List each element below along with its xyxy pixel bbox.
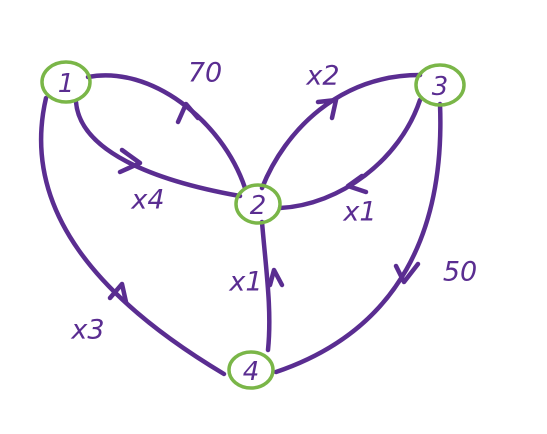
edge-3-to-2-lower: x1 xyxy=(277,97,423,228)
node-label: 1 xyxy=(58,69,75,99)
node-1: 1 xyxy=(40,60,92,104)
edge-line xyxy=(85,73,248,191)
edge-4-to-1: x3 xyxy=(38,95,227,377)
arrowhead xyxy=(393,261,421,285)
edge-label-x2: x2 xyxy=(305,61,339,92)
edge-line xyxy=(259,219,272,353)
edge-4-to-2: x1 xyxy=(228,219,285,353)
arrowhead xyxy=(267,267,285,288)
arrowhead xyxy=(175,101,201,125)
edge-2-to-1-upper: 70 xyxy=(85,58,248,191)
edge-line xyxy=(277,97,423,211)
edge-label-70: 70 xyxy=(188,58,222,89)
edge-line xyxy=(38,95,227,377)
arrowhead xyxy=(345,173,369,195)
edge-label-x1-right: x1 xyxy=(342,197,376,228)
node-label: 2 xyxy=(250,191,267,221)
node-label: 3 xyxy=(432,72,449,102)
edge-label-x3: x3 xyxy=(70,315,104,346)
edge-label-50: 50 xyxy=(443,257,477,288)
arrowhead xyxy=(107,281,129,305)
arrowhead xyxy=(117,147,143,175)
edge-line xyxy=(259,72,423,191)
arrowhead xyxy=(315,97,339,121)
edge-line xyxy=(273,101,443,375)
edge-3-to-4: 50 xyxy=(273,101,477,375)
node-label: 4 xyxy=(243,357,260,387)
node-circle xyxy=(40,60,92,104)
node-circle xyxy=(414,63,466,107)
node-2: 2 xyxy=(234,183,282,225)
edge-line xyxy=(73,99,243,199)
edge-label-x4: x4 xyxy=(130,185,164,216)
node-3: 3 xyxy=(414,63,466,107)
edges: 70 x4 x2 x1 x1 x3 xyxy=(38,58,477,377)
node-4: 4 xyxy=(227,350,275,390)
node-circle xyxy=(227,350,275,390)
nodes: 1 2 3 4 xyxy=(40,60,466,390)
node-circle xyxy=(234,183,282,225)
edge-1-to-2-lower: x4 xyxy=(73,99,243,216)
edge-2-to-3-upper: x2 xyxy=(259,61,423,191)
edge-label-x1-center: x1 xyxy=(228,267,262,298)
